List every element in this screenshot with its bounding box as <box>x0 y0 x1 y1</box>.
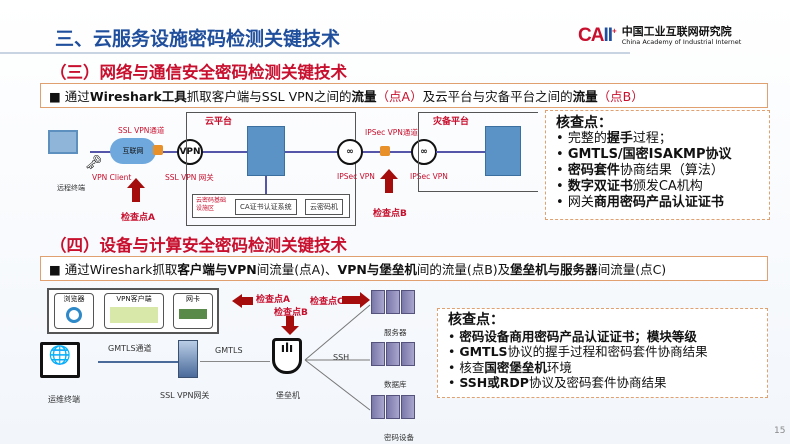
server-rack-icon <box>247 126 285 176</box>
nic-icon <box>179 309 207 319</box>
label: VPN Client <box>92 173 132 182</box>
label: SSL VPN网关 <box>160 391 210 400</box>
ipsec-vpn-icon: ∞ <box>337 139 363 165</box>
server-rack-icon <box>485 126 521 176</box>
t: 流量 <box>572 89 598 104</box>
label: 灾备平台 <box>433 117 470 127</box>
crypto-device-icon <box>371 395 415 419</box>
t: （点A） <box>376 89 423 104</box>
database-icon <box>371 342 415 366</box>
vpn-client-panel: VPN客户端 <box>104 293 164 329</box>
logo-cn: 中国工业互联网研究院 <box>621 25 732 38</box>
checkpoint-c: 检查点C <box>310 297 344 307</box>
vpn-gateway-icon: VPN <box>177 139 203 165</box>
t: 及云平台与灾备平台之间的 <box>422 89 573 104</box>
check-item: GMTLS协议的握手过程和密码套件协商结果 <box>448 344 757 360</box>
arrow-left-icon <box>232 294 242 308</box>
check-item: 密码设备商用密码产品认证证书；模块等级 <box>448 329 757 345</box>
label: 云密码基础设施区 <box>196 197 227 212</box>
check-item: 核查国密堡垒机环境 <box>448 360 757 376</box>
checkpoints-box-2: 核查点： 密码设备商用密码产品认证证书；模块等级 GMTLS协议的握手过程和密码… <box>437 308 768 398</box>
checkpoint-b: 检查点B <box>274 308 308 318</box>
arrow-down-icon <box>281 326 299 335</box>
t: 抓取客户端与SSL VPN之间的 <box>186 89 352 104</box>
arrow-right-icon <box>360 292 370 308</box>
server-icon <box>371 290 415 314</box>
arrow-up-icon <box>380 169 398 193</box>
t: 间流量(点A)、 <box>256 262 338 277</box>
infra-zone: 云密码基础设施区 CA证书认证系统 云密码机 <box>192 194 350 218</box>
t: 间流量(点C) <box>597 262 667 277</box>
checkpoint-a: 检查点A <box>121 213 155 223</box>
checkpoints-box-1: 核查点： 完整的握手过程； GMTLS/国密ISAKMP协议 密码套件协商结果（… <box>545 110 770 220</box>
header-divider <box>0 52 630 54</box>
connection-lines <box>304 304 371 411</box>
key-icon: 🗝 <box>85 155 103 171</box>
label: 远程终端 <box>57 184 85 192</box>
label: 密码设备 <box>384 433 414 442</box>
ssl-vpn-gateway-icon <box>178 340 198 378</box>
label: GMTLS通道 <box>108 344 152 353</box>
check-item: 网关商用密码产品认证证书 <box>556 195 759 211</box>
label: 运维终端 <box>48 395 80 404</box>
cloud-platform-frame <box>186 112 356 226</box>
section4-heading: （四）设备与计算安全密码检测关键技术 <box>50 236 347 255</box>
logo-mark: CAII+ <box>578 25 617 46</box>
section3-heading: （三）网络与通信安全密码检测关键技术 <box>50 63 347 82</box>
label: SSL VPN 网关 <box>165 173 214 182</box>
browser-panel: 浏览器 <box>54 293 94 329</box>
square-bullet-icon: ■ <box>49 262 65 277</box>
label: 数据库 <box>384 380 407 389</box>
page-number: 15 <box>774 426 786 436</box>
logo-en: China Academy of Industrial Internet <box>621 38 742 46</box>
arrow-up-icon <box>127 178 145 202</box>
label: 服务器 <box>384 328 407 337</box>
check-item: SSH或RDP协议及密码套件协商结果 <box>448 375 757 391</box>
check-item: 密码套件协商结果（算法） <box>556 163 759 179</box>
computer-icon <box>48 130 78 154</box>
label: GMTLS <box>215 346 243 355</box>
terminal-detail-frame: 浏览器 VPN客户端 网卡 <box>47 288 219 334</box>
browser-icon <box>66 307 82 323</box>
label: SSH <box>333 353 350 362</box>
t: Wireshark工具 <box>89 89 187 104</box>
label: IPSec VPN <box>410 172 448 181</box>
ca-system: CA证书认证系统 <box>235 199 297 215</box>
t: 通过 <box>64 89 90 104</box>
t: 间的流量(点B)及 <box>416 262 511 277</box>
checks-title: 核查点： <box>556 115 612 131</box>
checkpoint-a: 检查点A <box>256 295 290 305</box>
lock-icon <box>153 145 163 155</box>
label: IPSec VPN通道 <box>365 128 418 137</box>
cloud-hsm: 云密码机 <box>305 199 343 215</box>
check-item: GMTLS/国密ISAKMP协议 <box>556 147 759 163</box>
label: 云平台 <box>205 117 233 127</box>
check-item: 数字双证书颁发CA机构 <box>556 179 759 195</box>
section4-bullet: ■ 通过Wireshark抓取客户端与VPN间流量(点A)、VPN与堡垒机间的流… <box>40 256 768 281</box>
t: VPN与堡垒机 <box>337 262 417 277</box>
label: 堡垒机 <box>276 391 300 400</box>
page-title: 三、云服务设施密码检测关键技术 <box>55 28 341 50</box>
checkpoint-b: 检查点B <box>373 209 407 219</box>
lock-icon <box>380 146 390 156</box>
label: SSL VPN通道 <box>118 126 165 135</box>
t: 堡垒机与服务器 <box>510 262 598 277</box>
vpn-client-icon <box>110 307 158 323</box>
t: 通过Wireshark抓取 <box>64 262 178 277</box>
t: 流量 <box>351 89 377 104</box>
ops-terminal-icon: 🌐 <box>40 342 80 378</box>
bastion-host-icon: ılı <box>272 338 302 374</box>
dr-platform-frame <box>418 112 538 192</box>
square-bullet-icon: ■ <box>49 89 65 104</box>
checks-title: 核查点： <box>448 312 504 328</box>
nic-panel: 网卡 <box>173 293 213 329</box>
t: （点B） <box>597 89 644 104</box>
check-item: 完整的握手过程； <box>556 131 759 147</box>
label: IPSec VPN <box>337 172 375 181</box>
label: 互联网 <box>122 147 144 155</box>
internet-cloud-icon: 互联网 <box>110 138 156 164</box>
t: 客户端与VPN <box>177 262 257 277</box>
section3-bullet: ■ 通过Wireshark工具抓取客户端与SSL VPN之间的流量（点A）及云平… <box>40 83 768 108</box>
